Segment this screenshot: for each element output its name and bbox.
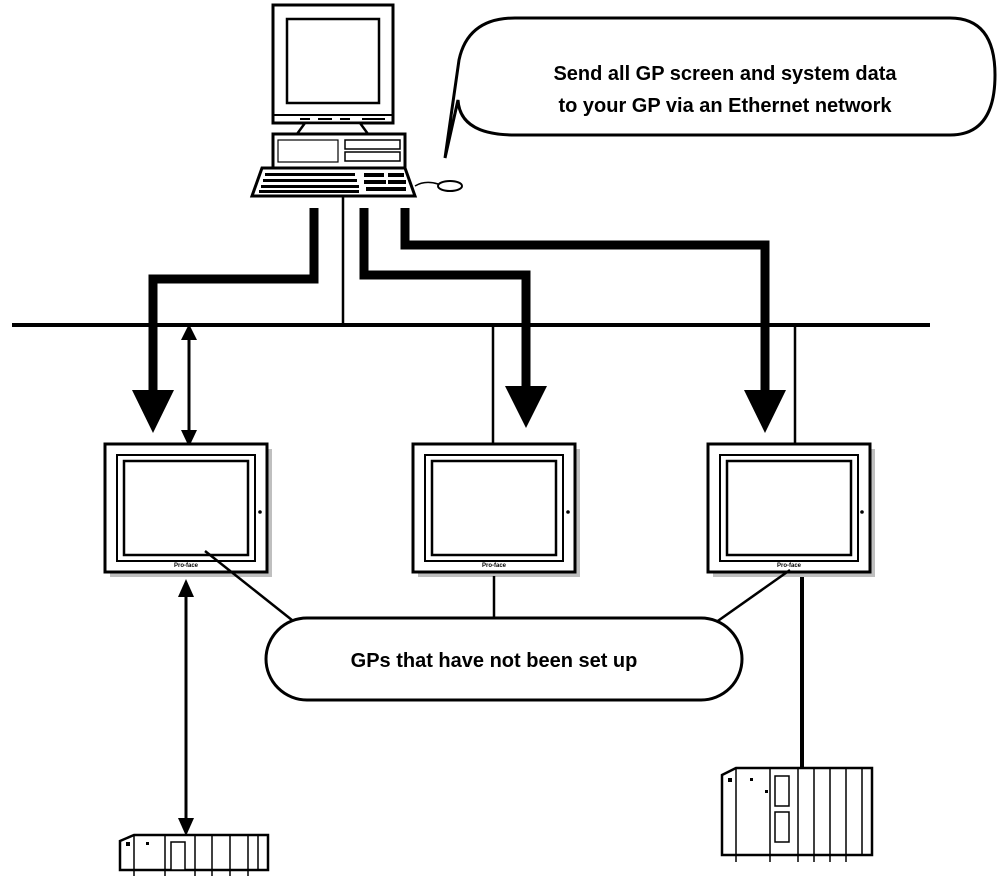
gp1-plc-link-arrow (178, 579, 194, 836)
gp3-logo: Pro-face (777, 563, 802, 569)
transfer-arrow-left (132, 208, 319, 433)
mouse (437, 180, 463, 192)
send-data-callout: Send all GP screen and system data to yo… (443, 16, 997, 159)
not-setup-label: GPs that have not been set up (351, 650, 638, 672)
gp-unit-2: Pro-face (411, 442, 580, 577)
not-setup-callout: GPs that have not been set up (204, 550, 791, 702)
transfer-arrow-right (400, 208, 786, 433)
gp1-logo: Pro-face (174, 563, 199, 569)
computer-icon (249, 3, 463, 198)
plc-rack-left (118, 833, 270, 876)
monitor-screen (285, 17, 381, 105)
leader-to-gp1 (204, 550, 303, 629)
send-data-line2: to your GP via an Ethernet network (558, 95, 892, 117)
send-data-bubble (443, 16, 997, 159)
gp2-logo: Pro-face (482, 563, 507, 569)
send-data-line1: Send all GP screen and system data (553, 63, 897, 85)
gp1-network-link-arrow (181, 324, 197, 447)
plc-rack-right (720, 766, 874, 862)
transfer-arrow-middle (359, 208, 547, 428)
gp-unit-3: Pro-face (706, 442, 875, 577)
leader-to-gp3 (704, 568, 791, 632)
system-unit (271, 132, 407, 170)
not-setup-bubble (264, 616, 744, 702)
gp-unit-1: Pro-face (103, 442, 272, 577)
